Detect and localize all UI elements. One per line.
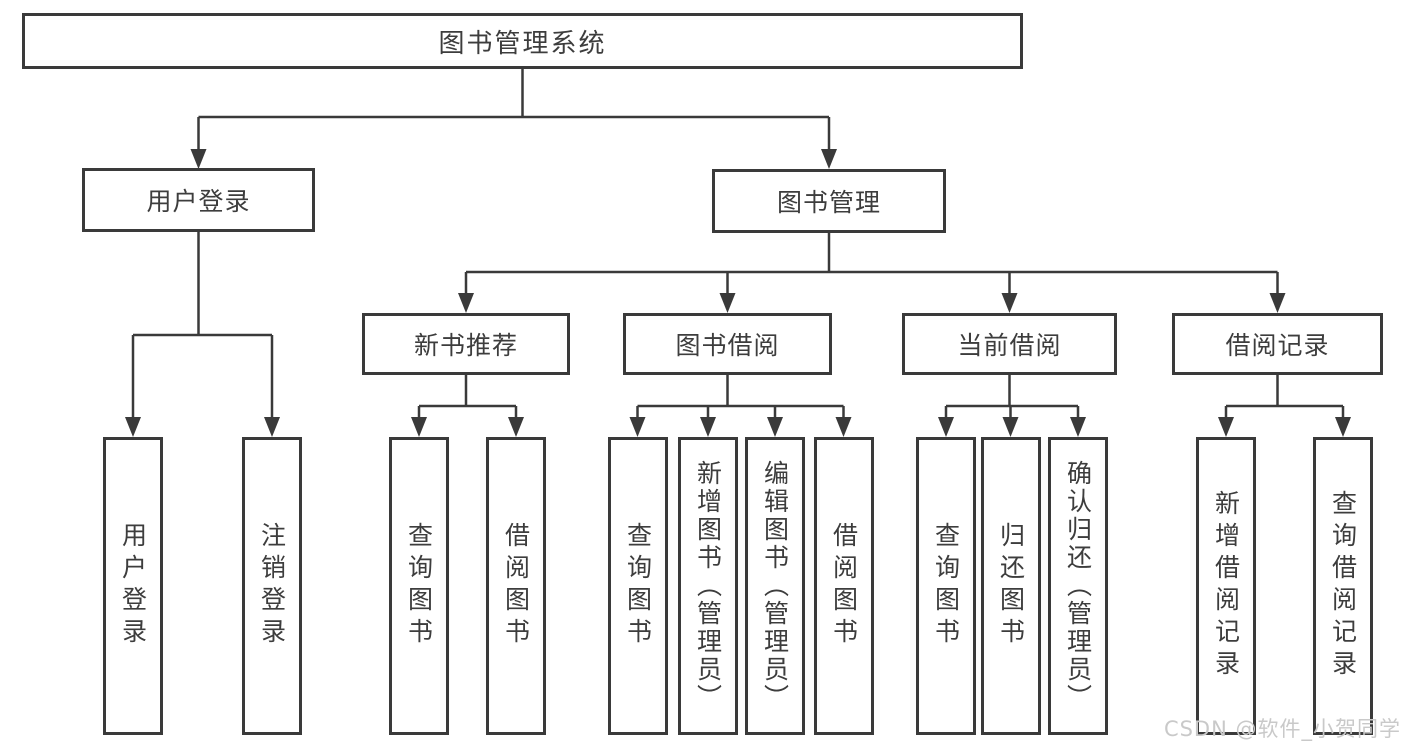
node-book-management-label: 图书管理	[776, 188, 881, 217]
leaf-edit-book-admin: 编辑图书（管理员）	[745, 437, 805, 735]
leaf-confirm-return-admin: 确认归还（管理员）	[1048, 437, 1108, 735]
leaf-user-login-label: 用户登录	[118, 522, 148, 650]
leaf-return-books: 归还图书	[981, 437, 1041, 735]
leaf-query-books-current-label: 查询图书	[931, 522, 961, 650]
leaf-query-books-recommend: 查询图书	[389, 437, 449, 735]
node-book-management: 图书管理	[712, 169, 946, 233]
leaf-add-borrow-record-label: 新增借阅记录	[1211, 490, 1241, 682]
leaf-add-book-admin-label: 新增图书（管理员）	[693, 460, 723, 712]
leaf-confirm-return-admin-label: 确认归还（管理员）	[1063, 460, 1093, 712]
leaf-query-books-borrowing-label: 查询图书	[623, 522, 653, 650]
leaf-user-login: 用户登录	[103, 437, 163, 735]
leaf-borrow-books-borrowing-label: 借阅图书	[829, 522, 859, 650]
csdn-watermark: CSDN @软件_小贺同学	[1163, 717, 1401, 741]
node-user-login-label: 用户登录	[146, 187, 251, 216]
node-current-borrowing-label: 当前借阅	[957, 331, 1062, 360]
node-library-system-label: 图书管理系统	[438, 28, 607, 59]
leaf-logout: 注销登录	[242, 437, 302, 735]
leaf-borrow-books-recommend-label: 借阅图书	[501, 522, 531, 650]
leaf-query-borrow-record: 查询借阅记录	[1313, 437, 1373, 735]
node-borrowing-records-label: 借阅记录	[1225, 331, 1330, 360]
leaf-edit-book-admin-label: 编辑图书（管理员）	[760, 460, 790, 712]
leaf-query-borrow-record-label: 查询借阅记录	[1328, 490, 1358, 682]
leaf-return-books-label: 归还图书	[996, 522, 1026, 650]
leaf-query-books-borrowing: 查询图书	[608, 437, 668, 735]
leaf-borrow-books-recommend: 借阅图书	[486, 437, 546, 735]
node-new-book-recommend-label: 新书推荐	[413, 331, 518, 360]
leaf-logout-label: 注销登录	[257, 522, 287, 650]
node-book-borrowing: 图书借阅	[623, 313, 832, 375]
node-new-book-recommend: 新书推荐	[362, 313, 570, 375]
leaf-query-books-recommend-label: 查询图书	[404, 522, 434, 650]
node-user-login: 用户登录	[82, 168, 315, 232]
node-current-borrowing: 当前借阅	[902, 313, 1117, 375]
leaf-query-books-current: 查询图书	[916, 437, 976, 735]
leaf-borrow-books-borrowing: 借阅图书	[814, 437, 874, 735]
node-borrowing-records: 借阅记录	[1172, 313, 1383, 375]
leaf-add-book-admin: 新增图书（管理员）	[678, 437, 738, 735]
node-book-borrowing-label: 图书借阅	[675, 331, 780, 360]
leaf-add-borrow-record: 新增借阅记录	[1196, 437, 1256, 735]
node-library-system: 图书管理系统	[22, 13, 1023, 69]
